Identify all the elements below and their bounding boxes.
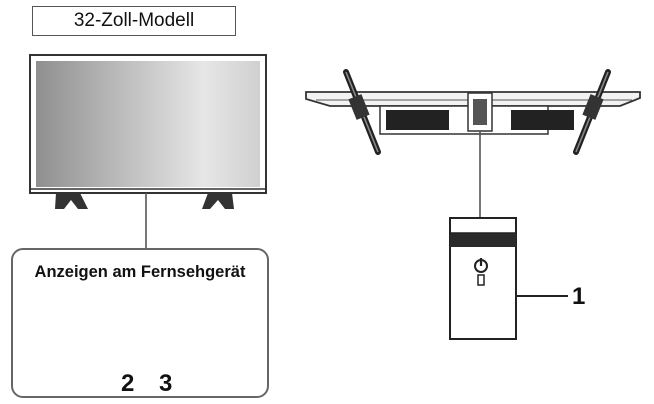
speaker-right (511, 110, 574, 130)
callout-3: 3 (159, 370, 173, 397)
bracket-left (343, 69, 381, 155)
tv-foot-left (55, 193, 88, 209)
tv-screen (36, 61, 260, 187)
callout-1: 1 (572, 283, 586, 310)
callout-2: 2 (121, 370, 135, 397)
tv-foot-right (202, 193, 234, 209)
bracket-right (573, 69, 611, 155)
control-button-closeup (449, 217, 517, 340)
model-label: 32-Zoll-Modell (32, 6, 236, 36)
tv-rear-view (305, 69, 641, 155)
indicators-box: Anzeigen am Fernsehgerät (11, 248, 269, 398)
indicators-title: Anzeigen am Fernsehgerät (34, 263, 246, 281)
tv-front-view (29, 54, 267, 209)
speaker-left (386, 110, 449, 130)
